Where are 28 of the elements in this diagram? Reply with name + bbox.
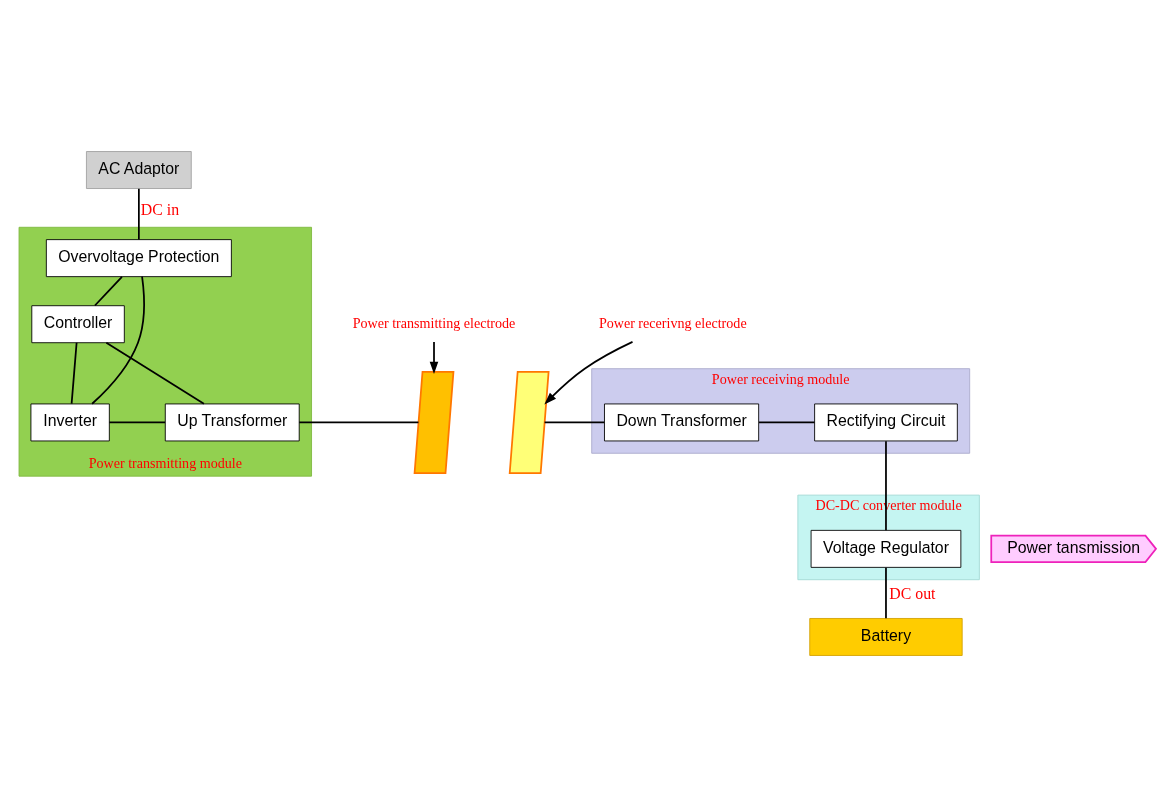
node-box: Up Transformer bbox=[164, 403, 300, 442]
node-box: Inverter bbox=[30, 403, 110, 442]
node-box: Rectifying Circuit bbox=[814, 403, 958, 442]
edge-label: DC out bbox=[889, 585, 936, 603]
node-box: Voltage Regulator bbox=[810, 529, 962, 568]
node-box: AC Adaptor bbox=[86, 151, 192, 189]
connector bbox=[298, 421, 420, 424]
connector bbox=[105, 341, 205, 405]
node-text: Power recerivng electrode bbox=[598, 314, 747, 331]
node-box: Controller bbox=[31, 305, 125, 344]
connector bbox=[543, 421, 606, 424]
connector bbox=[94, 276, 123, 307]
arrow bbox=[429, 341, 439, 375]
node-parallelogram bbox=[413, 370, 455, 474]
node-box: Down Transformer bbox=[604, 403, 760, 442]
connector bbox=[70, 341, 78, 405]
connector bbox=[885, 440, 887, 532]
node-box: Battery bbox=[809, 618, 963, 656]
node-box: Overvoltage Protection bbox=[45, 239, 232, 278]
connector bbox=[885, 566, 887, 620]
connector bbox=[108, 421, 166, 424]
connector bbox=[91, 275, 145, 405]
connector bbox=[758, 421, 816, 424]
node-parallelogram bbox=[508, 370, 550, 474]
edge-label: DC in bbox=[140, 201, 180, 219]
node-text: Power transmitting electrode bbox=[352, 314, 516, 331]
connector bbox=[138, 187, 140, 241]
arrow bbox=[544, 341, 634, 405]
